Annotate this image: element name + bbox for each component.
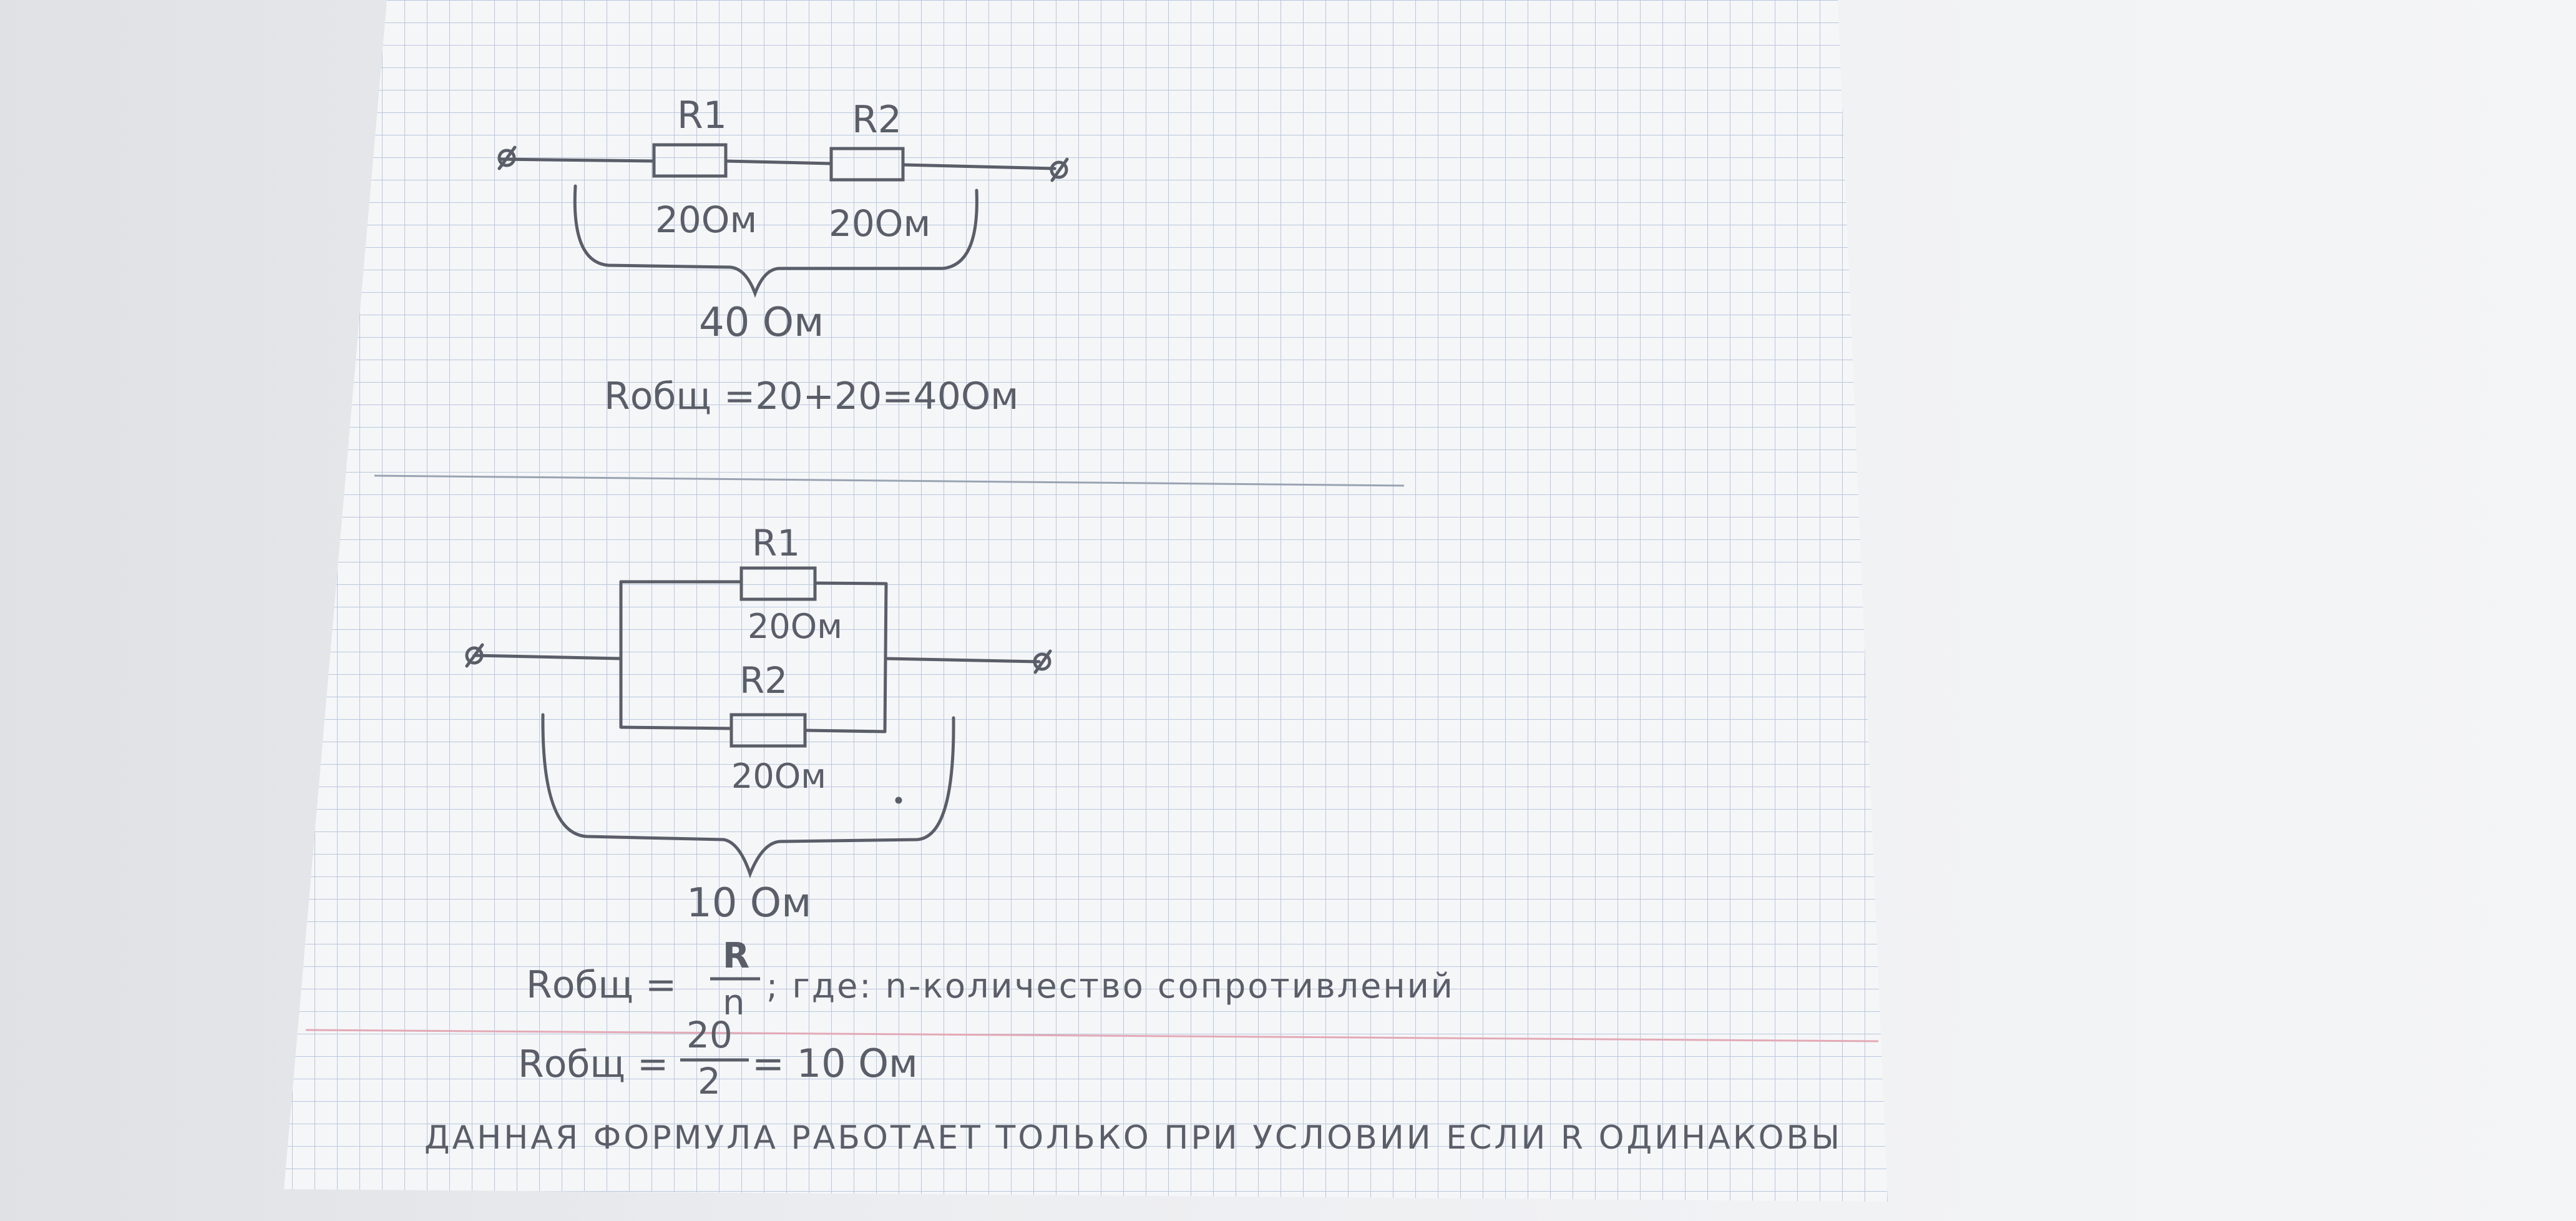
label-r2-parallel: R2 [739, 659, 788, 702]
formula1-lhs: Rобщ = [526, 963, 676, 1007]
total-series: 40 Ом [699, 300, 824, 346]
terminal-left-parallel [465, 643, 484, 668]
formula1-numerator: R [723, 936, 749, 976]
formula2-numerator: 20 [686, 1014, 733, 1056]
label-r1-series: R1 [677, 94, 727, 137]
formula-general: Rобщ = R n ; где: n-количество сопротивл… [526, 936, 1455, 1023]
series-circuit [497, 143, 1069, 298]
parallel-circuit [465, 566, 1052, 879]
brace-parallel [541, 713, 955, 879]
total-parallel: 10 Ом [686, 880, 811, 926]
label-r2-series: R2 [852, 98, 902, 142]
label-r1-parallel: R1 [752, 522, 800, 564]
condition-note: ДАННАЯ ФОРМУЛА РАБОТАЕТ ТОЛЬКО ПРИ УСЛОВ… [424, 1119, 1842, 1157]
graph-paper-sheet [284, 0, 1888, 1202]
formula2-result: = 10 Ом [752, 1041, 918, 1086]
brace-series [573, 184, 978, 298]
parallel-labels: R1 20Ом R2 20Ом 10 Ом [686, 522, 842, 926]
value-r2-parallel: 20Ом [731, 757, 826, 796]
formula2-denominator: 2 [698, 1060, 721, 1102]
formula1-denominator: n [723, 983, 745, 1023]
terminal-right-parallel [1033, 649, 1052, 674]
formula-series-rhs: =20+20=40Ом [724, 375, 1018, 418]
series-labels: R1 R2 20Ом 20Ом 40 Ом Rобщ =20+20=40Ом [604, 94, 1018, 418]
formula1-note: ; где: n-количество сопротивлений [766, 966, 1455, 1006]
formula-numeric: Rобщ = 20 2 = 10 Ом [518, 1014, 918, 1102]
margin-line [305, 1029, 1879, 1042]
value-r1-parallel: 20Ом [748, 607, 842, 646]
terminal-right-series [1050, 157, 1069, 182]
formula-series-lhs: Rобщ [604, 375, 711, 418]
ruled-separator [374, 474, 1405, 487]
formula2-lhs: Rобщ = [518, 1042, 668, 1086]
value-r1-series: 20Ом [655, 199, 757, 241]
value-r2-series: 20Ом [829, 202, 930, 245]
terminal-left-series [497, 145, 517, 170]
